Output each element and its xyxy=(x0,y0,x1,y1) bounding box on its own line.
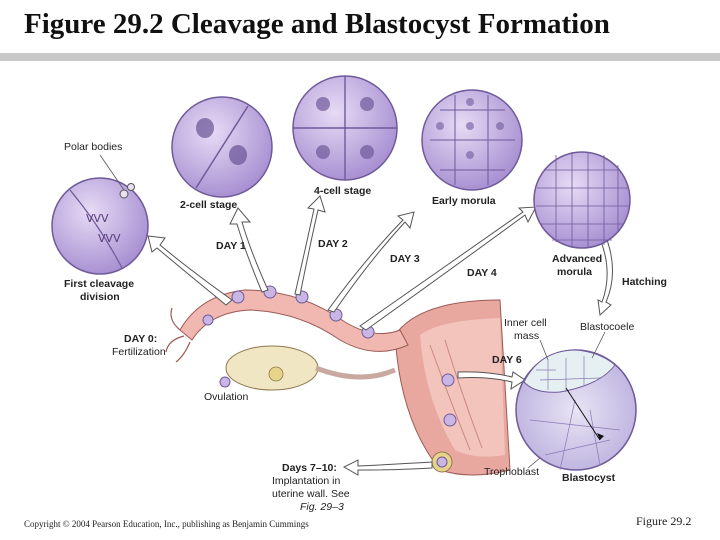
label-blastocoele: Blastocoele xyxy=(580,321,634,333)
label-two-cell: 2-cell stage xyxy=(180,199,237,211)
reproductive-tract xyxy=(165,289,511,476)
page-title: Figure 29.2 Cleavage and Blastocyst Form… xyxy=(24,8,610,40)
advanced-morula xyxy=(533,151,631,249)
label-inner-cell-mass-1: Inner cell xyxy=(504,317,547,329)
four-cell-embryo xyxy=(292,75,398,181)
figure-number: Figure 29.2 xyxy=(636,514,692,528)
label-inner-cell-mass-2: mass xyxy=(514,330,539,342)
polar-bodies-leader xyxy=(99,154,125,191)
label-day6: DAY 6 xyxy=(492,354,522,366)
label-day4: DAY 4 xyxy=(467,267,497,279)
svg-text:VVV: VVV xyxy=(98,232,121,245)
label-fertilization: Fertilization xyxy=(112,346,166,358)
label-implant-1: Days 7–10: xyxy=(282,462,337,474)
label-trophoblast: Trophoblast xyxy=(484,466,539,478)
label-first-cleavage-2: division xyxy=(80,291,120,303)
title-divider xyxy=(0,53,720,61)
label-day1: DAY 1 xyxy=(216,240,246,252)
label-advanced-morula-1: Advanced xyxy=(552,253,602,265)
label-implant-3: uterine wall. See xyxy=(272,488,350,500)
two-cell-embryo xyxy=(171,96,273,198)
first-cleavage-cell: VVV VVV xyxy=(51,177,149,275)
diagram-labels: Polar bodies First cleavage division 2-c… xyxy=(64,141,667,513)
early-morula xyxy=(421,89,523,191)
label-day0: DAY 0: xyxy=(124,333,157,345)
label-blastocyst: Blastocyst xyxy=(562,472,616,484)
label-day2: DAY 2 xyxy=(318,238,348,250)
label-implant-2: Implantation in xyxy=(272,475,340,487)
label-implant-4: Fig. 29–3 xyxy=(300,501,344,513)
label-polar-bodies: Polar bodies xyxy=(64,141,122,153)
blastocyst-leaders xyxy=(527,331,606,469)
svg-text:VVV: VVV xyxy=(86,212,109,225)
label-first-cleavage-1: First cleavage xyxy=(64,278,134,290)
label-ovulation: Ovulation xyxy=(204,391,249,403)
stage-arrows xyxy=(147,195,614,476)
blastocyst xyxy=(515,349,637,471)
copyright-notice: Copyright © 2004 Pearson Education, Inc.… xyxy=(24,519,309,529)
label-advanced-morula-2: morula xyxy=(557,266,592,278)
label-four-cell: 4-cell stage xyxy=(314,185,371,197)
label-day3: DAY 3 xyxy=(390,253,420,265)
label-early-morula: Early morula xyxy=(432,195,496,207)
label-hatching: Hatching xyxy=(622,276,667,288)
